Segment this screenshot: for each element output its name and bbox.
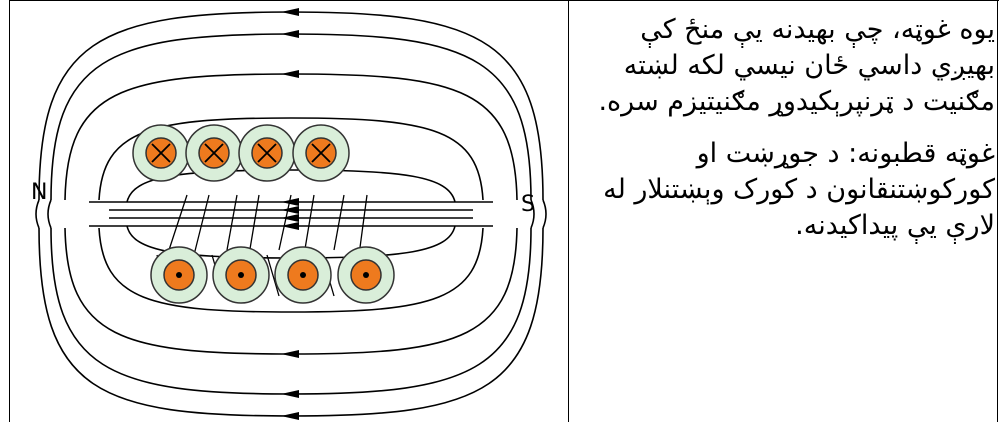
- field-line-upper-4: [98, 117, 484, 201]
- explanation-paragraph-1: يوه غوټه، چې بهيدنه يې منځ کې بهيږي داسي…: [598, 14, 995, 117]
- explanation-paragraph-2: غوټه قطبونه: د جوړښت او کورکوښتنقانون د …: [603, 138, 995, 241]
- arrow-icon: [281, 350, 299, 358]
- frame-divider: [568, 0, 569, 422]
- conductor-out-of-page: [337, 246, 395, 304]
- winding-wire: [226, 194, 238, 251]
- arrow-icon: [281, 30, 299, 38]
- south-pole-label: S: [521, 192, 535, 217]
- explanation-panel: يوه غوټه، چې بهيدنه يې منځ کې بهيږي داسي…: [573, 12, 995, 412]
- frame-left-border: [9, 0, 10, 422]
- winding-wire: [248, 194, 260, 256]
- cross-icon: [311, 143, 331, 163]
- field-line-right-cap-1: [542, 199, 547, 229]
- conductor-into-page: [132, 124, 190, 182]
- frame-top-border: [9, 0, 999, 1]
- conductors-bottom: [150, 246, 395, 304]
- field-line-left-cap-2: [47, 199, 52, 229]
- field-line-left-cap-1: [35, 199, 40, 229]
- cross-icon: [257, 143, 277, 163]
- conductors-top: [132, 124, 350, 182]
- field-lines-svg: [35, 8, 547, 420]
- winding-wire: [168, 194, 188, 251]
- solenoid-field-diagram: N S: [9, 0, 569, 422]
- cross-icon: [204, 143, 224, 163]
- arrow-icon: [281, 214, 299, 222]
- cross-icon: [151, 143, 171, 163]
- conductor-out-of-page: [274, 246, 332, 304]
- winding-wire: [266, 254, 280, 297]
- conductor-out-of-page: [150, 246, 208, 304]
- field-line-lower-4: [98, 227, 484, 313]
- winding-wire: [358, 194, 368, 256]
- conductor-into-page: [185, 124, 243, 182]
- frame-right-border: [997, 0, 998, 422]
- winding-wire: [333, 194, 345, 251]
- arrow-icon: [281, 390, 299, 398]
- arrow-icon: [281, 70, 299, 78]
- arrow-icon: [281, 412, 299, 420]
- conductor-out-of-page: [212, 246, 270, 304]
- dot-icon: [238, 272, 244, 278]
- field-line-upper-2: [50, 33, 532, 201]
- winding-wire: [278, 194, 292, 251]
- field-line-upper-1: [38, 11, 544, 201]
- field-line-right-cap-2: [530, 199, 535, 229]
- dot-icon: [176, 272, 182, 278]
- field-line-upper-5: [126, 169, 456, 203]
- arrow-icon: [281, 206, 299, 214]
- arrow-icon: [281, 8, 299, 16]
- north-pole-label: N: [31, 180, 48, 205]
- conductor-into-page: [238, 124, 296, 182]
- winding-wire: [193, 194, 210, 256]
- arrow-icon: [281, 222, 299, 230]
- winding-wire: [303, 194, 315, 256]
- dot-icon: [363, 272, 369, 278]
- conductor-into-page: [292, 124, 350, 182]
- dot-icon: [300, 272, 306, 278]
- field-arrows: [281, 8, 299, 420]
